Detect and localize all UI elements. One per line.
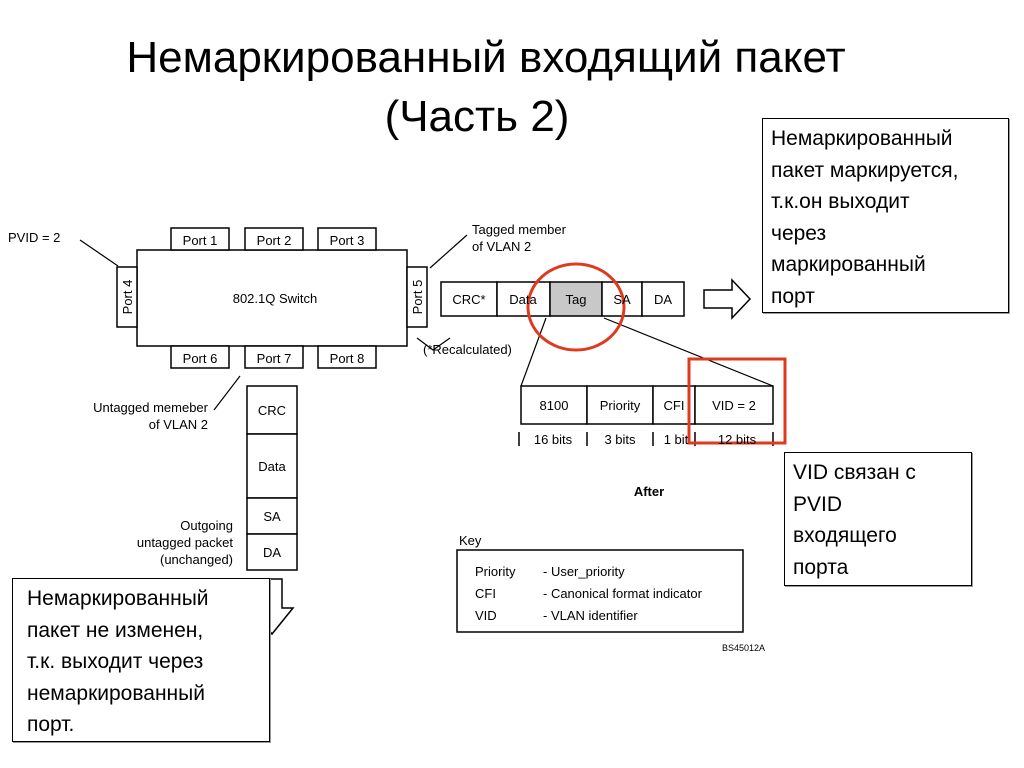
port-6-label: Port 6 [183,351,218,366]
tagged-sa-cell [601,281,643,317]
untagged-da-text: DA [263,545,281,560]
tag-priority-text: Priority [600,398,641,413]
port-7-box [244,345,304,369]
port-1-label: Port 1 [183,233,218,248]
bits-priority-text: 3 bits [604,432,636,447]
outgoing-label-1: Outgoing [180,518,233,533]
vid-explanation-callout: VID связан с PVID входящего порта [784,452,972,586]
tagged-tag-cell [549,281,603,317]
port-5-box [406,266,428,328]
bits-vid-text: 12 bits [718,432,757,447]
tag-expand-line-left [520,317,547,387]
vid-highlight-box [687,357,787,445]
outgoing-label-3: (unchanged) [160,552,233,567]
tagged-da-text: DA [654,292,672,307]
untagged-explanation-callout: Немаркированный пакет не изменен, т.к. в… [12,578,270,742]
tag-8100-text: 8100 [540,398,569,413]
port-8-box [317,345,377,369]
tagged-data-text: Data [509,292,537,307]
switch-name: 802.1Q Switch [233,291,318,306]
key-title: Key [459,533,482,548]
tag-expand-line-right [603,317,774,387]
key-term-vid: VID [475,608,497,623]
tag-cfi-text: CFI [664,398,685,413]
tagged-member-label-2: of VLAN 2 [472,239,531,254]
bits-8100-text: 16 bits [534,432,573,447]
tagged-member-label-1: Tagged member [472,222,567,237]
key-term-cfi: CFI [475,586,496,601]
tag-8100-cell [520,385,588,425]
tagged-explanation-callout: Немаркированный пакет маркируется, т.к.о… [762,118,1009,313]
untagged-data-text: Data [258,459,286,474]
tagged-tag-text: Tag [566,292,587,307]
tagged-da-cell [641,281,685,317]
after-label: After [634,484,664,499]
port-4-label: Port 4 [120,280,135,315]
untagged-crc-cell [246,385,298,435]
port-3-label: Port 3 [330,233,365,248]
key-box [456,549,744,633]
port-2-label: Port 2 [257,233,292,248]
bits-cfi-text: 1 bit [664,432,689,447]
untagged-sa-cell [246,497,298,535]
outgoing-label-2: untagged packet [137,535,234,550]
tag-vid-text: VID = 2 [712,398,756,413]
key-term-priority: Priority [475,564,516,579]
port-7-label: Port 7 [257,351,292,366]
key-desc-priority: - User_priority [543,564,625,579]
untagged-member-leader-line [213,375,241,411]
tag-priority-cell [586,385,654,425]
tag-highlight-circle [526,262,626,352]
key-desc-cfi: - Canonical format indicator [543,586,703,601]
key-desc-vid: - VLAN identifier [543,608,638,623]
port-1-box [170,227,230,251]
untagged-da-cell [246,533,298,571]
port-5-label: Port 5 [410,280,425,315]
tagged-sa-text: SA [613,292,631,307]
recalculated-label: (*Recalculated) [423,342,512,357]
slide-title-line2: (Часть 2) [384,92,570,141]
port-2-box [244,227,304,251]
recalc-bracket [416,337,451,351]
tag-vid-cell [694,385,774,425]
port-8-label: Port 8 [330,351,365,366]
untagged-member-label-2: of VLAN 2 [149,417,208,432]
right-arrow-icon [703,278,752,320]
untagged-crc-text: CRC [258,403,286,418]
untagged-sa-text: SA [263,509,281,524]
slide-title-line1: Немаркированный входящий пакет [126,33,846,82]
tagged-member-leader-line [429,234,468,269]
untagged-data-cell [246,433,298,499]
port-3-box [317,227,377,251]
port-6-box [170,345,230,369]
untagged-member-label-1: Untagged memeber [93,400,209,415]
pvid-label: PVID = 2 [8,230,60,245]
tagged-crc-text: CRC* [452,292,485,307]
pvid-leader-line [79,239,119,267]
port-4-box [116,266,138,328]
figure-code: BS45012A [722,643,765,653]
